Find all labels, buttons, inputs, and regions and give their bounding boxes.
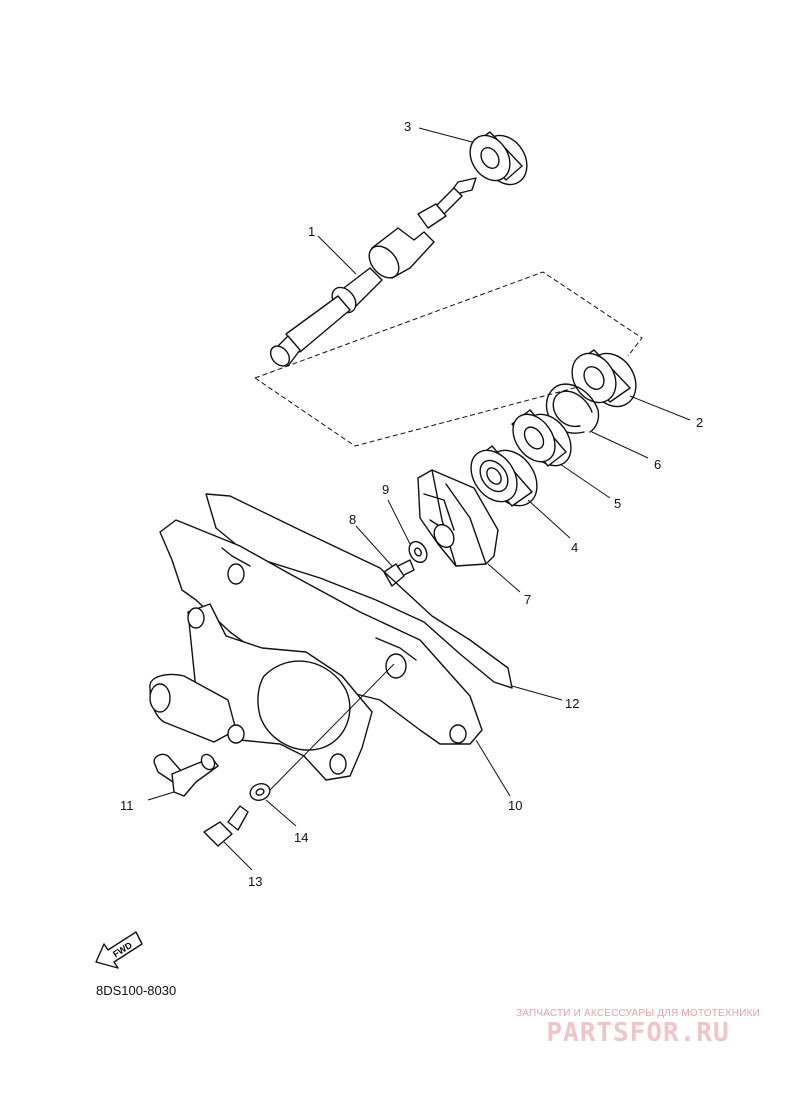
- watermark-tagline: ЗАПЧАСТИ И АКСЕССУАРЫ ДЛЯ МОТОТЕХНИКИ: [515, 1008, 761, 1019]
- callout-13: 13: [248, 874, 262, 889]
- washer-part-9: [408, 540, 428, 564]
- bolt-part-8: [383, 559, 415, 587]
- leader-lines: [147, 127, 691, 871]
- gasket-part-12: [205, 493, 513, 689]
- callout-7: 7: [524, 592, 531, 607]
- callout-4: 4: [571, 540, 578, 555]
- assembly-dashed-frame: [254, 271, 643, 447]
- bolt-part-13: [203, 805, 249, 847]
- pump-housing: [149, 603, 373, 781]
- callout-11: 11: [120, 798, 134, 813]
- callout-10: 10: [508, 798, 522, 813]
- watermark-logo: PARTSFOR.RU: [546, 1018, 730, 1048]
- oil-seal-part-5: [511, 409, 572, 467]
- callout-9: 9: [382, 482, 389, 497]
- callout-6: 6: [654, 457, 661, 472]
- callout-12: 12: [565, 696, 579, 711]
- impeller-part-7: [417, 469, 499, 567]
- impeller-shaft-part-1: [269, 177, 477, 367]
- bearing-part-2: [571, 349, 637, 408]
- callout-1: 1: [308, 224, 315, 239]
- callout-14: 14: [294, 830, 308, 845]
- callout-8: 8: [349, 512, 356, 527]
- diagram-code: 8DS100-8030: [96, 983, 177, 998]
- pump-cover-part-10: [159, 519, 483, 745]
- callout-2: 2: [696, 415, 703, 430]
- bearing-part-3: [469, 131, 528, 186]
- callout-5: 5: [614, 496, 621, 511]
- watermark: ЗАПЧАСТИ И АКСЕССУАРЫ ДЛЯ МОТОТЕХНИКИ PA…: [488, 1008, 788, 1048]
- hose-fitting-part-11: [153, 753, 219, 797]
- fwd-arrow-icon: FWD: [95, 931, 143, 969]
- washer-part-14: [249, 783, 271, 801]
- callout-3: 3: [404, 119, 411, 134]
- mechanical-seal-part-4: [470, 445, 538, 507]
